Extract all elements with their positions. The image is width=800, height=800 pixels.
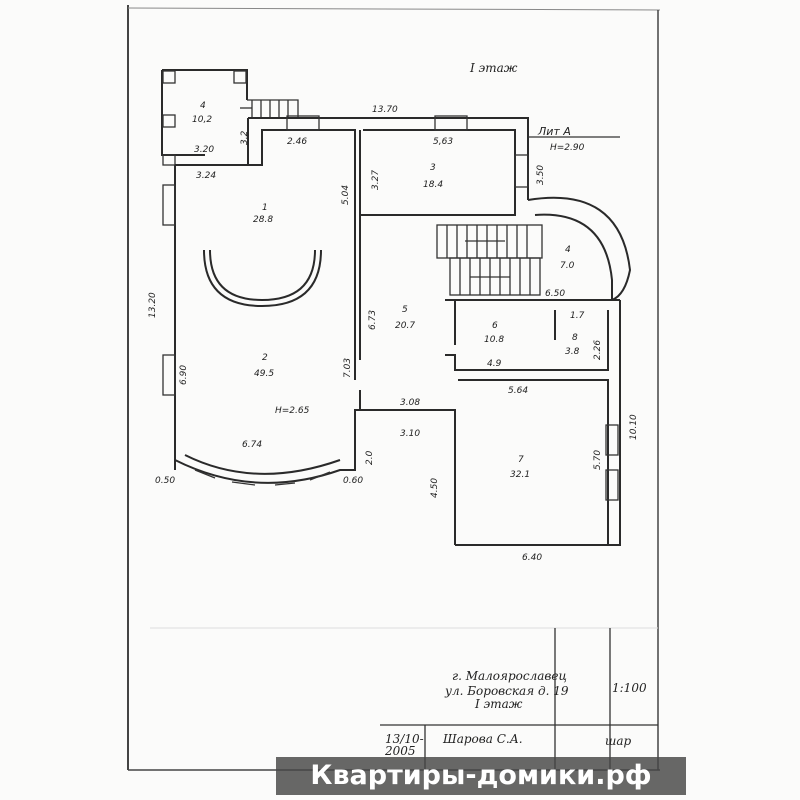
dim-5-64: 5.64	[508, 386, 528, 396]
room-7-area: 32.1	[510, 470, 530, 480]
dim-3-2: 3.2	[240, 130, 250, 145]
dim-7-03: 7.03	[343, 358, 353, 378]
dim-6-73: 6.73	[368, 310, 378, 330]
sheet-border-top	[127, 7, 661, 11]
stamp-scale: 1:100	[612, 681, 647, 695]
dim-3-10: 3.10	[400, 429, 420, 439]
dim-2-46: 2.46	[287, 137, 307, 147]
dim-4-9: 4.9	[487, 359, 502, 369]
dim-3-24: 3.24	[196, 171, 216, 181]
room-4b-number: 4	[565, 245, 571, 255]
room-5-area: 20.7	[395, 321, 415, 331]
dim-3-27: 3.27	[371, 170, 381, 190]
dim-5-70: 5.70	[593, 450, 603, 470]
curved-partition-outer	[203, 249, 322, 308]
room-4a-area: 10,2	[192, 115, 212, 125]
room-3-area: 18.4	[423, 180, 443, 190]
room-7-number: 7	[518, 455, 524, 465]
stamp-address-street: ул. Боровская д. 19	[444, 684, 569, 698]
walls	[174, 117, 632, 546]
stamp-signature: шар	[605, 734, 632, 748]
room-6-area: 10.8	[484, 335, 504, 345]
dim-0-60: 0.60	[343, 476, 363, 486]
dim-13-20: 13.20	[148, 292, 158, 318]
dim-10-10: 10.10	[629, 414, 639, 440]
windows	[162, 115, 619, 501]
height-2-65: Н=2.65	[275, 406, 310, 416]
lit-name: Лит А	[537, 125, 571, 138]
dim-6-40: 6.40	[522, 553, 542, 563]
dim-5-04: 5.04	[341, 185, 351, 205]
room-1-area: 28.8	[253, 215, 273, 225]
room-1-number: 1	[262, 203, 268, 213]
room-4a-number: 4	[200, 101, 206, 111]
dim-0-50: 0.50	[155, 476, 175, 486]
stamp-address-city: г. Малоярославец	[452, 669, 567, 683]
dim-6-74: 6.74	[242, 440, 262, 450]
stamp-year: 2005	[384, 744, 416, 758]
stamp-date: 13/10-	[385, 732, 424, 746]
dim-6-90: 6.90	[179, 365, 189, 385]
room-2-number: 2	[262, 353, 268, 363]
floor-title: I этаж	[469, 61, 518, 75]
dim-3-50: 3.50	[536, 165, 546, 185]
dim-2-26: 2.26	[593, 340, 603, 360]
room-2-area: 49.5	[254, 369, 274, 379]
lit-height: Н=2.90	[550, 143, 585, 153]
room-4b-area: 7.0	[560, 261, 575, 271]
dim-1-7: 1.7	[570, 311, 585, 321]
dim-6-50: 6.50	[545, 289, 565, 299]
room-8-number: 8	[572, 333, 578, 343]
room-6-number: 6	[492, 321, 498, 331]
dim-3-08: 3.08	[400, 398, 420, 408]
dim-13-70: 13.70	[372, 105, 398, 115]
dim-4-50: 4.50	[430, 478, 440, 498]
staircase	[436, 224, 543, 296]
dim-3-20: 3.20	[194, 145, 214, 155]
watermark: Квартиры-домики.рф	[276, 757, 686, 795]
room-3-number: 3	[430, 163, 436, 173]
room-8-area: 3.8	[565, 347, 580, 357]
stamp-author: Шарова С.А.	[442, 732, 523, 746]
stamp-table	[380, 628, 658, 770]
dim-5-63: 5,63	[433, 137, 453, 147]
stamp-floor: I этаж	[474, 697, 523, 711]
room-5-number: 5	[402, 305, 408, 315]
curved-partition	[209, 249, 316, 302]
dim-2-0: 2.0	[365, 450, 375, 465]
